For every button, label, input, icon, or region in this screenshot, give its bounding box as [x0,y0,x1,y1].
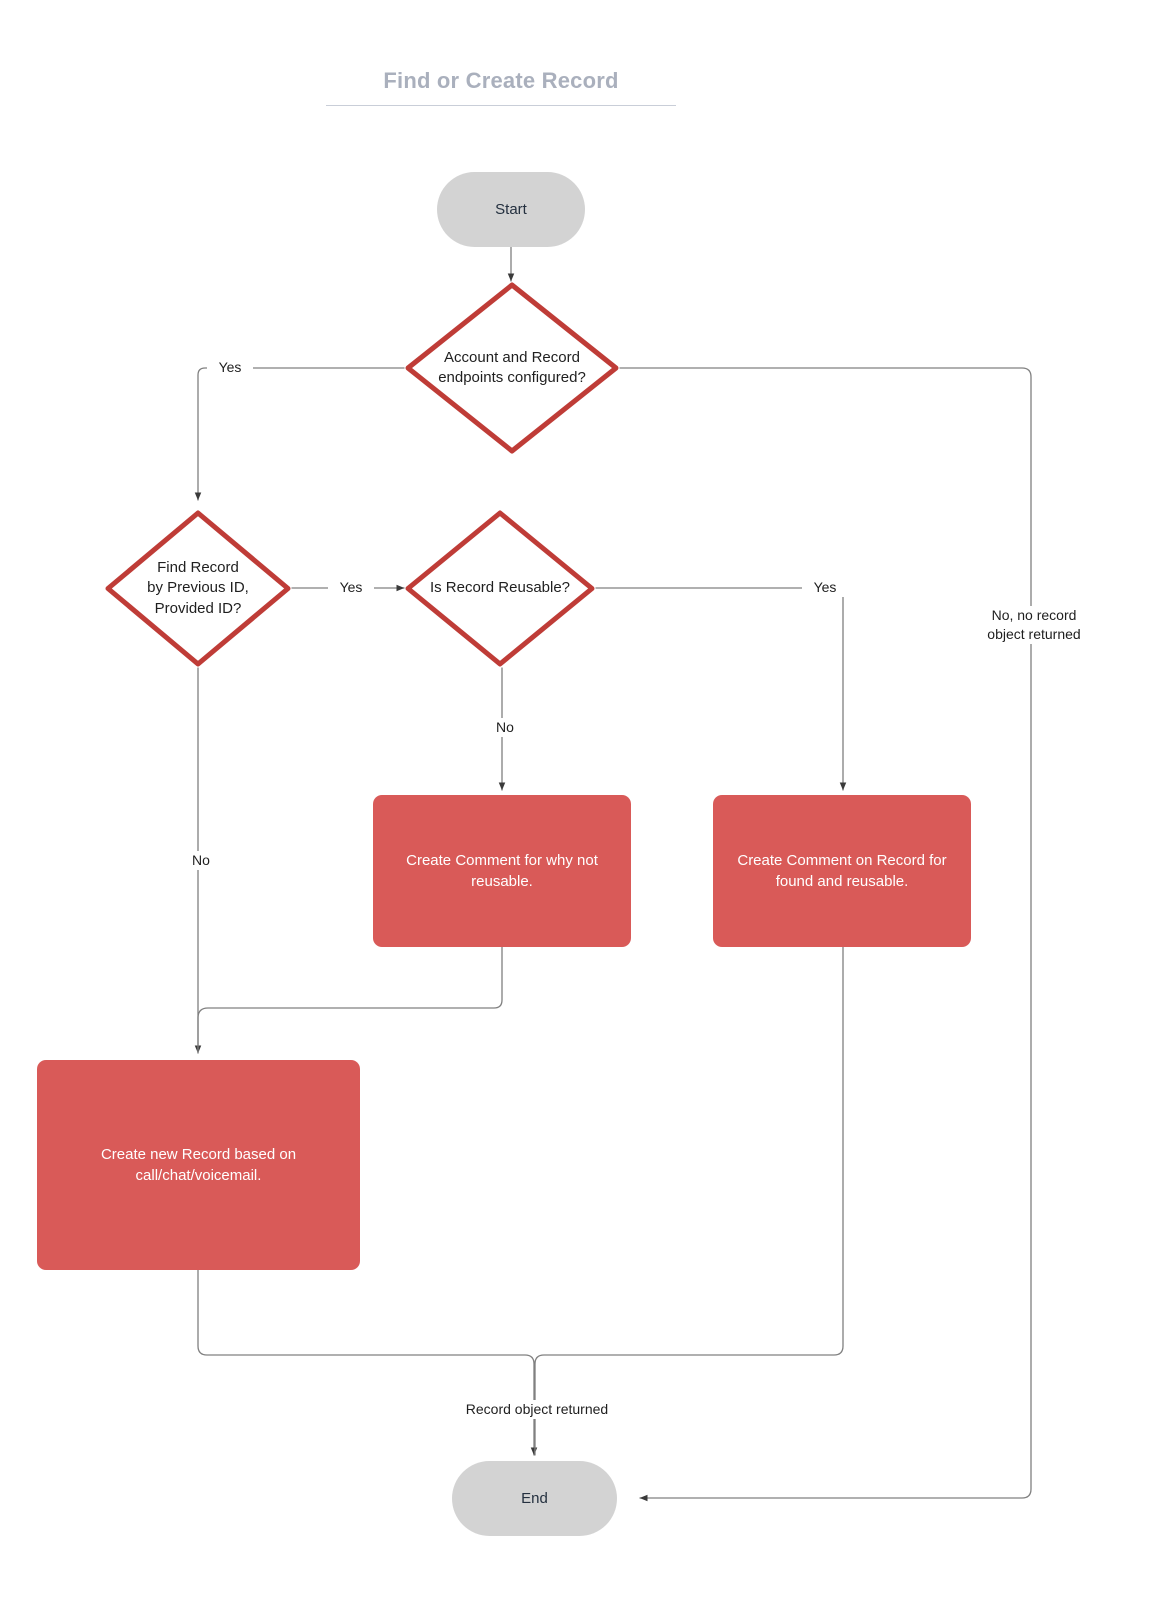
edge-found-reusable-to-end [534,946,844,1456]
node-start-label: Start [495,200,527,218]
node-decision-find-record-label: Find Record by Previous ID, Provided ID? [147,559,249,617]
node-decision-record-reusable[interactable]: Is Record Reusable? [404,509,596,668]
node-process-comment-found-reusable[interactable]: Create Comment on Record for found and r… [713,795,971,947]
node-decision-record-reusable-label: Is Record Reusable? [429,579,571,597]
edge-reusable-yes [595,587,847,791]
edge-label-find-record-no: No [178,851,224,870]
edge-label-reusable-no: No [482,718,528,737]
edge-label-endpoints-yes: Yes [207,358,253,377]
node-process-create-record[interactable]: Create new Record based on call/chat/voi… [37,1060,360,1270]
node-end-label: End [521,1489,548,1507]
edge-endpoints-yes [194,367,405,501]
edge-label-reusable-yes: Yes [802,578,848,597]
node-process-comment-not-reusable-label: Create Comment for why not reusable. [406,852,598,890]
node-end[interactable]: End [452,1461,617,1536]
diamond-icon [405,282,619,454]
edge-label-record-object-returned: Record object returned [434,1400,640,1419]
node-process-comment-not-reusable[interactable]: Create Comment for why not reusable. [373,795,631,947]
node-process-comment-found-reusable-label: Create Comment on Record for found and r… [737,852,947,890]
page-title: Find or Create Record [326,68,676,106]
edge-label-find-record-yes: Yes [328,578,374,597]
edge-create-record-to-end [197,1269,538,1456]
node-process-create-record-label: Create new Record based on call/chat/voi… [100,1146,297,1184]
edge-not-reusable-to-create-record [197,946,503,1054]
node-decision-endpoints-configured-label: Account and Record endpoints configured? [438,348,586,386]
diamond-icon [105,510,291,667]
diamond-icon [405,510,595,667]
edge-label-endpoints-no: No, no record object returned [952,606,1116,644]
node-decision-find-record[interactable]: Find Record by Previous ID, Provided ID? [104,509,292,668]
edge-endpoints-no [619,367,1032,1502]
node-start[interactable]: Start [437,172,585,247]
node-decision-endpoints-configured[interactable]: Account and Record endpoints configured? [404,281,620,455]
